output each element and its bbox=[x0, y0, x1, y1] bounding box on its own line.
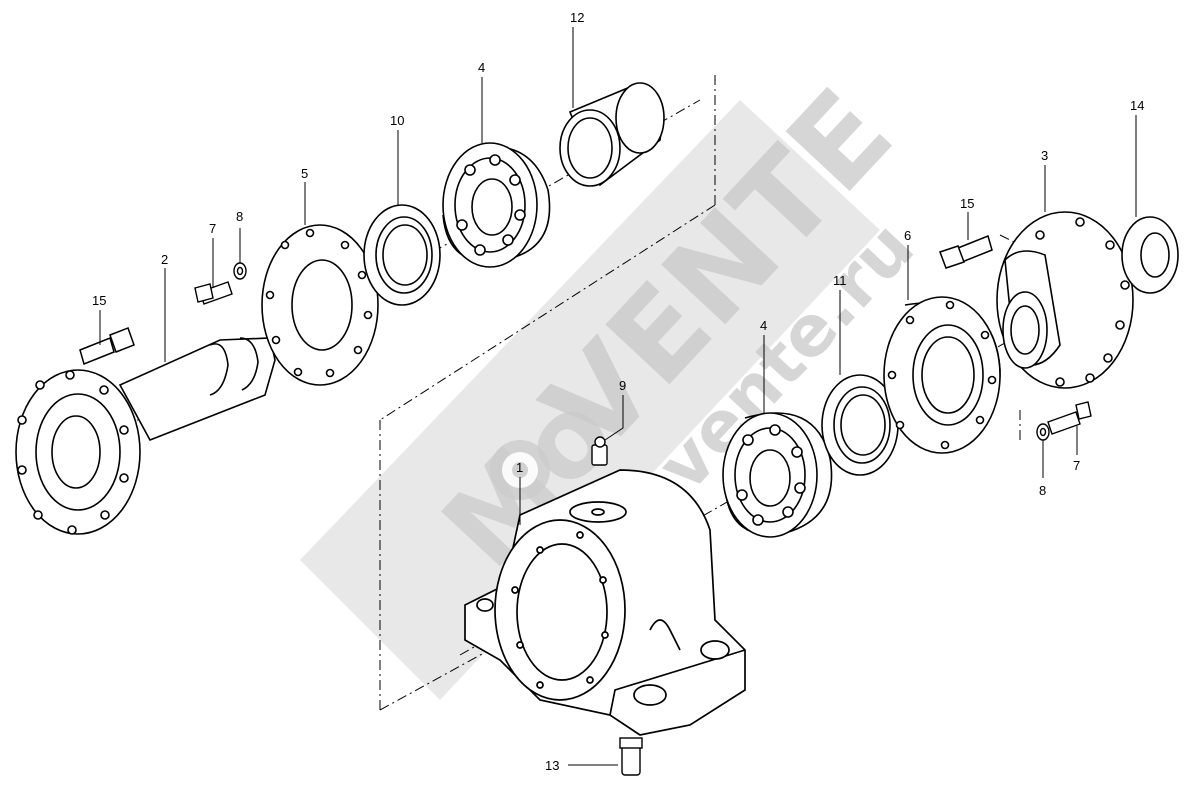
part-5-flange-plate bbox=[261, 224, 379, 386]
part-2-flanged-shaft bbox=[15, 337, 276, 535]
part-14-nut bbox=[1121, 216, 1179, 294]
part-12-sleeve bbox=[559, 82, 665, 187]
callout-labels: 12 4 10 5 8 7 2 15 14 3 15 6 11 4 9 1 7 … bbox=[92, 10, 1144, 773]
callout-11: 11 bbox=[833, 273, 847, 288]
callout-8-left: 8 bbox=[236, 209, 243, 224]
callout-5: 5 bbox=[301, 166, 308, 181]
part-13-plug bbox=[619, 737, 643, 776]
part-4-bearing-lower bbox=[722, 412, 833, 538]
callout-14: 14 bbox=[1130, 98, 1144, 113]
callout-15-left: 15 bbox=[92, 293, 106, 308]
part-4-bearing-top bbox=[442, 142, 551, 268]
callout-3: 3 bbox=[1041, 148, 1048, 163]
callout-1: 1 bbox=[516, 460, 523, 475]
part-8-washer-left bbox=[233, 262, 247, 280]
part-10-oil-seal bbox=[363, 204, 441, 306]
part-6-bearing-cap bbox=[883, 296, 1001, 454]
callout-13: 13 bbox=[545, 758, 559, 773]
callout-12: 12 bbox=[570, 10, 584, 25]
callout-6: 6 bbox=[904, 228, 911, 243]
callout-9: 9 bbox=[619, 378, 626, 393]
callout-7-right: 7 bbox=[1073, 458, 1080, 473]
part-8-washer-right bbox=[1036, 423, 1050, 441]
part-1-housing bbox=[464, 469, 746, 736]
leader-lines bbox=[99, 27, 1137, 766]
part-15-bolt bbox=[79, 327, 135, 366]
callout-8-right: 8 bbox=[1039, 483, 1046, 498]
callout-2: 2 bbox=[161, 252, 168, 267]
part-9-grease-nipple bbox=[591, 436, 608, 466]
part-7-bolt-right bbox=[1047, 401, 1092, 435]
watermark-logo-icon bbox=[490, 440, 550, 500]
part-15-bolt-right bbox=[939, 234, 993, 269]
part-7-bolt-left bbox=[194, 281, 233, 305]
part-3-companion-flange bbox=[996, 211, 1134, 389]
callout-4-lower: 4 bbox=[760, 318, 767, 333]
callout-4-top: 4 bbox=[478, 60, 485, 75]
callout-15-right: 15 bbox=[960, 196, 974, 211]
callout-7-left: 7 bbox=[209, 221, 216, 236]
part-11-oil-seal bbox=[821, 374, 899, 476]
callout-10: 10 bbox=[390, 113, 404, 128]
